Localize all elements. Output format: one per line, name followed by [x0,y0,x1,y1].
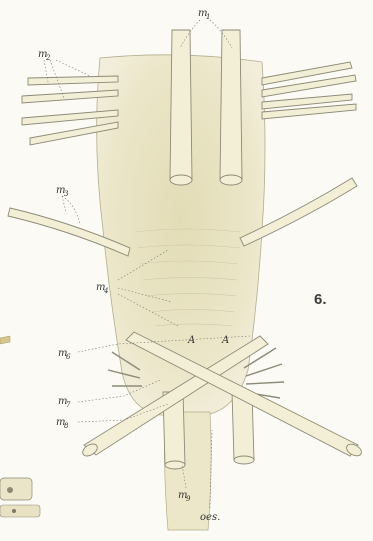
svg-text:9: 9 [186,495,191,503]
label-m6: m 6 [58,348,71,361]
label-m7: m 7 [58,396,71,409]
label-m1: m 1 [198,8,210,21]
svg-text:8: 8 [64,422,69,430]
svg-text:4: 4 [103,287,108,295]
label-m2: m 2 [38,49,51,62]
label-m4: m 4 [96,282,108,295]
label-oes: oes. [200,512,220,523]
svg-text:2: 2 [45,54,51,62]
svg-text:6: 6 [66,353,71,361]
label-a-right: A [221,335,229,346]
adjacent-figure-fragment [0,336,40,517]
svg-text:7: 7 [66,401,71,409]
muscle-m2-right [262,62,356,119]
label-m8: m 8 [56,417,69,430]
svg-text:1: 1 [206,13,210,21]
figure-number: 6. [314,291,327,308]
svg-text:3: 3 [64,190,69,198]
label-a-left: A [187,335,195,346]
